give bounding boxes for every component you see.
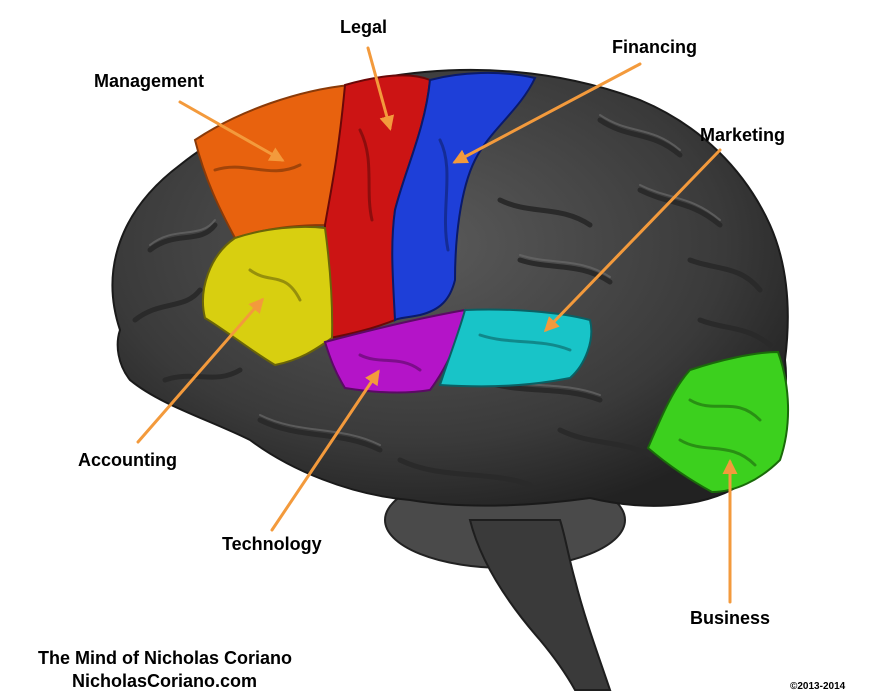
arrow-accounting <box>136 297 264 444</box>
label-accounting: Accounting <box>78 450 177 470</box>
brain-stem <box>468 519 612 691</box>
arrow-technology <box>270 369 380 532</box>
arrow-marketing <box>543 148 722 333</box>
gyri-texture <box>132 117 773 488</box>
label-management: Management <box>94 71 205 91</box>
label-technology: Technology <box>222 534 322 554</box>
region-financing <box>391 71 537 322</box>
credit-website: NicholasCoriano.com <box>72 671 258 691</box>
label-business: Business <box>690 608 771 628</box>
callout-arrows <box>136 46 738 604</box>
arrow-legal <box>366 46 395 131</box>
region-business <box>646 350 790 494</box>
label-financing: Financing <box>612 37 697 57</box>
label-marketing: Marketing <box>700 125 786 145</box>
arrow-management <box>178 100 285 162</box>
credit-title: The Mind of Nicholas Coriano <box>38 648 293 668</box>
copyright-notice: ©2013-2014 <box>790 681 846 692</box>
region-technology <box>323 308 467 394</box>
arrow-financing <box>452 62 642 164</box>
label-legal: Legal <box>340 17 388 37</box>
